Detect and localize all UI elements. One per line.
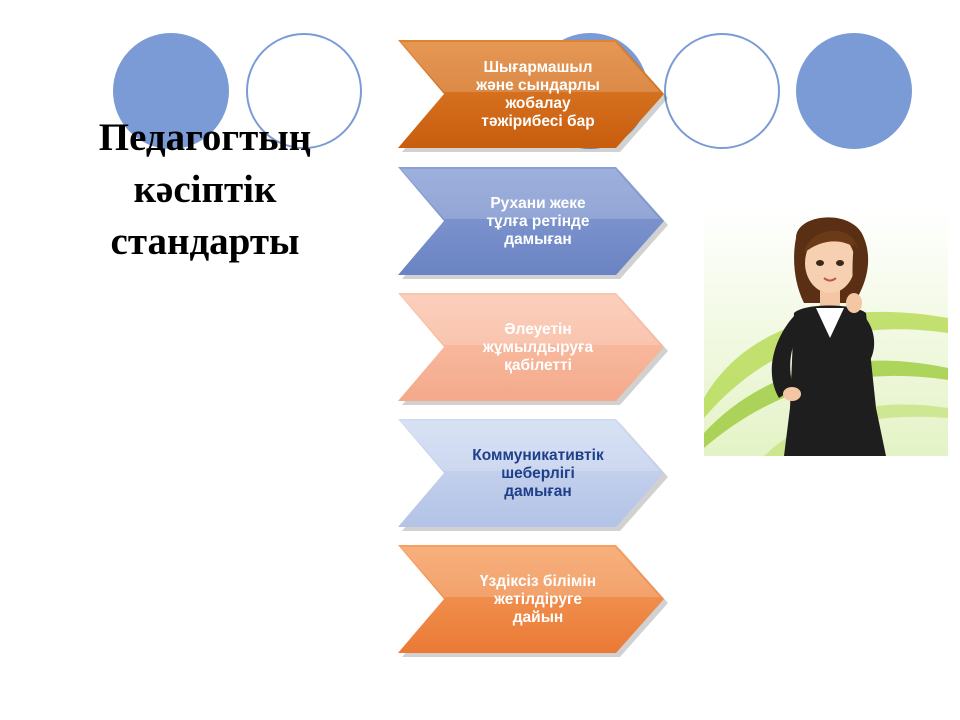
standard-chevron-5: Үздіксіз білімін жетілдіруге дайын — [398, 545, 670, 659]
chevron-text-line: Рухани жеке — [490, 195, 586, 212]
chevron-text-line: Үздіксіз білімін — [479, 573, 597, 590]
chevron-shape — [398, 167, 668, 279]
decor-circle-4 — [664, 33, 780, 149]
chevron-label: Шығармашыл және сындарлы жобалау тәжіриб… — [454, 40, 622, 150]
standard-chevron-4: Коммуникативтік шеберлігі дамыған — [398, 419, 670, 533]
decor-circle-2 — [246, 33, 362, 149]
chevron-text-line: дайын — [512, 609, 564, 626]
decor-circle-1 — [113, 33, 229, 149]
chevron-body — [398, 419, 664, 527]
chevron-text-line: дамыған — [504, 231, 572, 248]
chevron-label: Әлеуетін жұмылдыруға қабілетті — [454, 293, 622, 403]
chevron-shape — [398, 40, 668, 152]
title-line-2: кәсіптік — [133, 168, 277, 211]
teacher-figure — [704, 208, 948, 456]
chevron-highlight — [401, 169, 660, 219]
chevron-text-line: Әлеуетін — [504, 321, 572, 338]
chevron-text-line: жұмылдыруға — [482, 339, 594, 356]
chevron-text-line: шеберлігі — [501, 465, 575, 482]
decor-circle-5 — [796, 33, 912, 149]
chevron-text-line: қабілетті — [504, 357, 572, 374]
standard-chevron-1: Шығармашыл және сындарлы жобалау тәжіриб… — [398, 40, 670, 154]
chevron-highlight — [401, 547, 660, 597]
chevron-text-line: Шығармашыл — [483, 59, 593, 76]
standard-chevron-2: Рухани жеке тұлға ретінде дамыған — [398, 167, 670, 281]
chevron-text-line: жобалау — [505, 95, 571, 112]
chevron-shape — [398, 419, 668, 531]
chevron-text-line: дамыған — [504, 483, 572, 500]
chevron-highlight — [401, 295, 660, 345]
chevron-label: Рухани жеке тұлға ретінде дамыған — [454, 167, 622, 277]
chevron-shape — [398, 545, 668, 657]
chevron-body — [398, 545, 664, 653]
chevron-text-line: тұлға ретінде — [486, 213, 590, 230]
teacher-illustration-icon — [704, 208, 948, 456]
chevron-highlight — [401, 42, 660, 92]
title-line-3: стандарты — [110, 220, 300, 263]
slide-title: Педагогтың кәсіптік стандарты — [70, 112, 340, 268]
chevron-text-line: жетілдіруге — [493, 591, 583, 608]
chevron-label: Коммуникативтік шеберлігі дамыған — [454, 419, 622, 529]
chevron-text-line: тәжірибесі бар — [481, 113, 595, 130]
chevron-text-line: және сындарлы — [476, 77, 600, 94]
chevron-body — [398, 167, 664, 275]
chevron-shape — [398, 293, 668, 405]
chevron-label: Үздіксіз білімін жетілдіруге дайын — [454, 545, 622, 655]
chevron-body — [398, 293, 664, 401]
chevron-body — [398, 40, 664, 148]
chevron-text-line: Коммуникативтік — [472, 447, 604, 464]
title-line-1: Педагогтың — [98, 116, 312, 159]
standard-chevron-3: Әлеуетін жұмылдыруға қабілетті — [398, 293, 670, 407]
chevron-highlight — [401, 421, 660, 471]
